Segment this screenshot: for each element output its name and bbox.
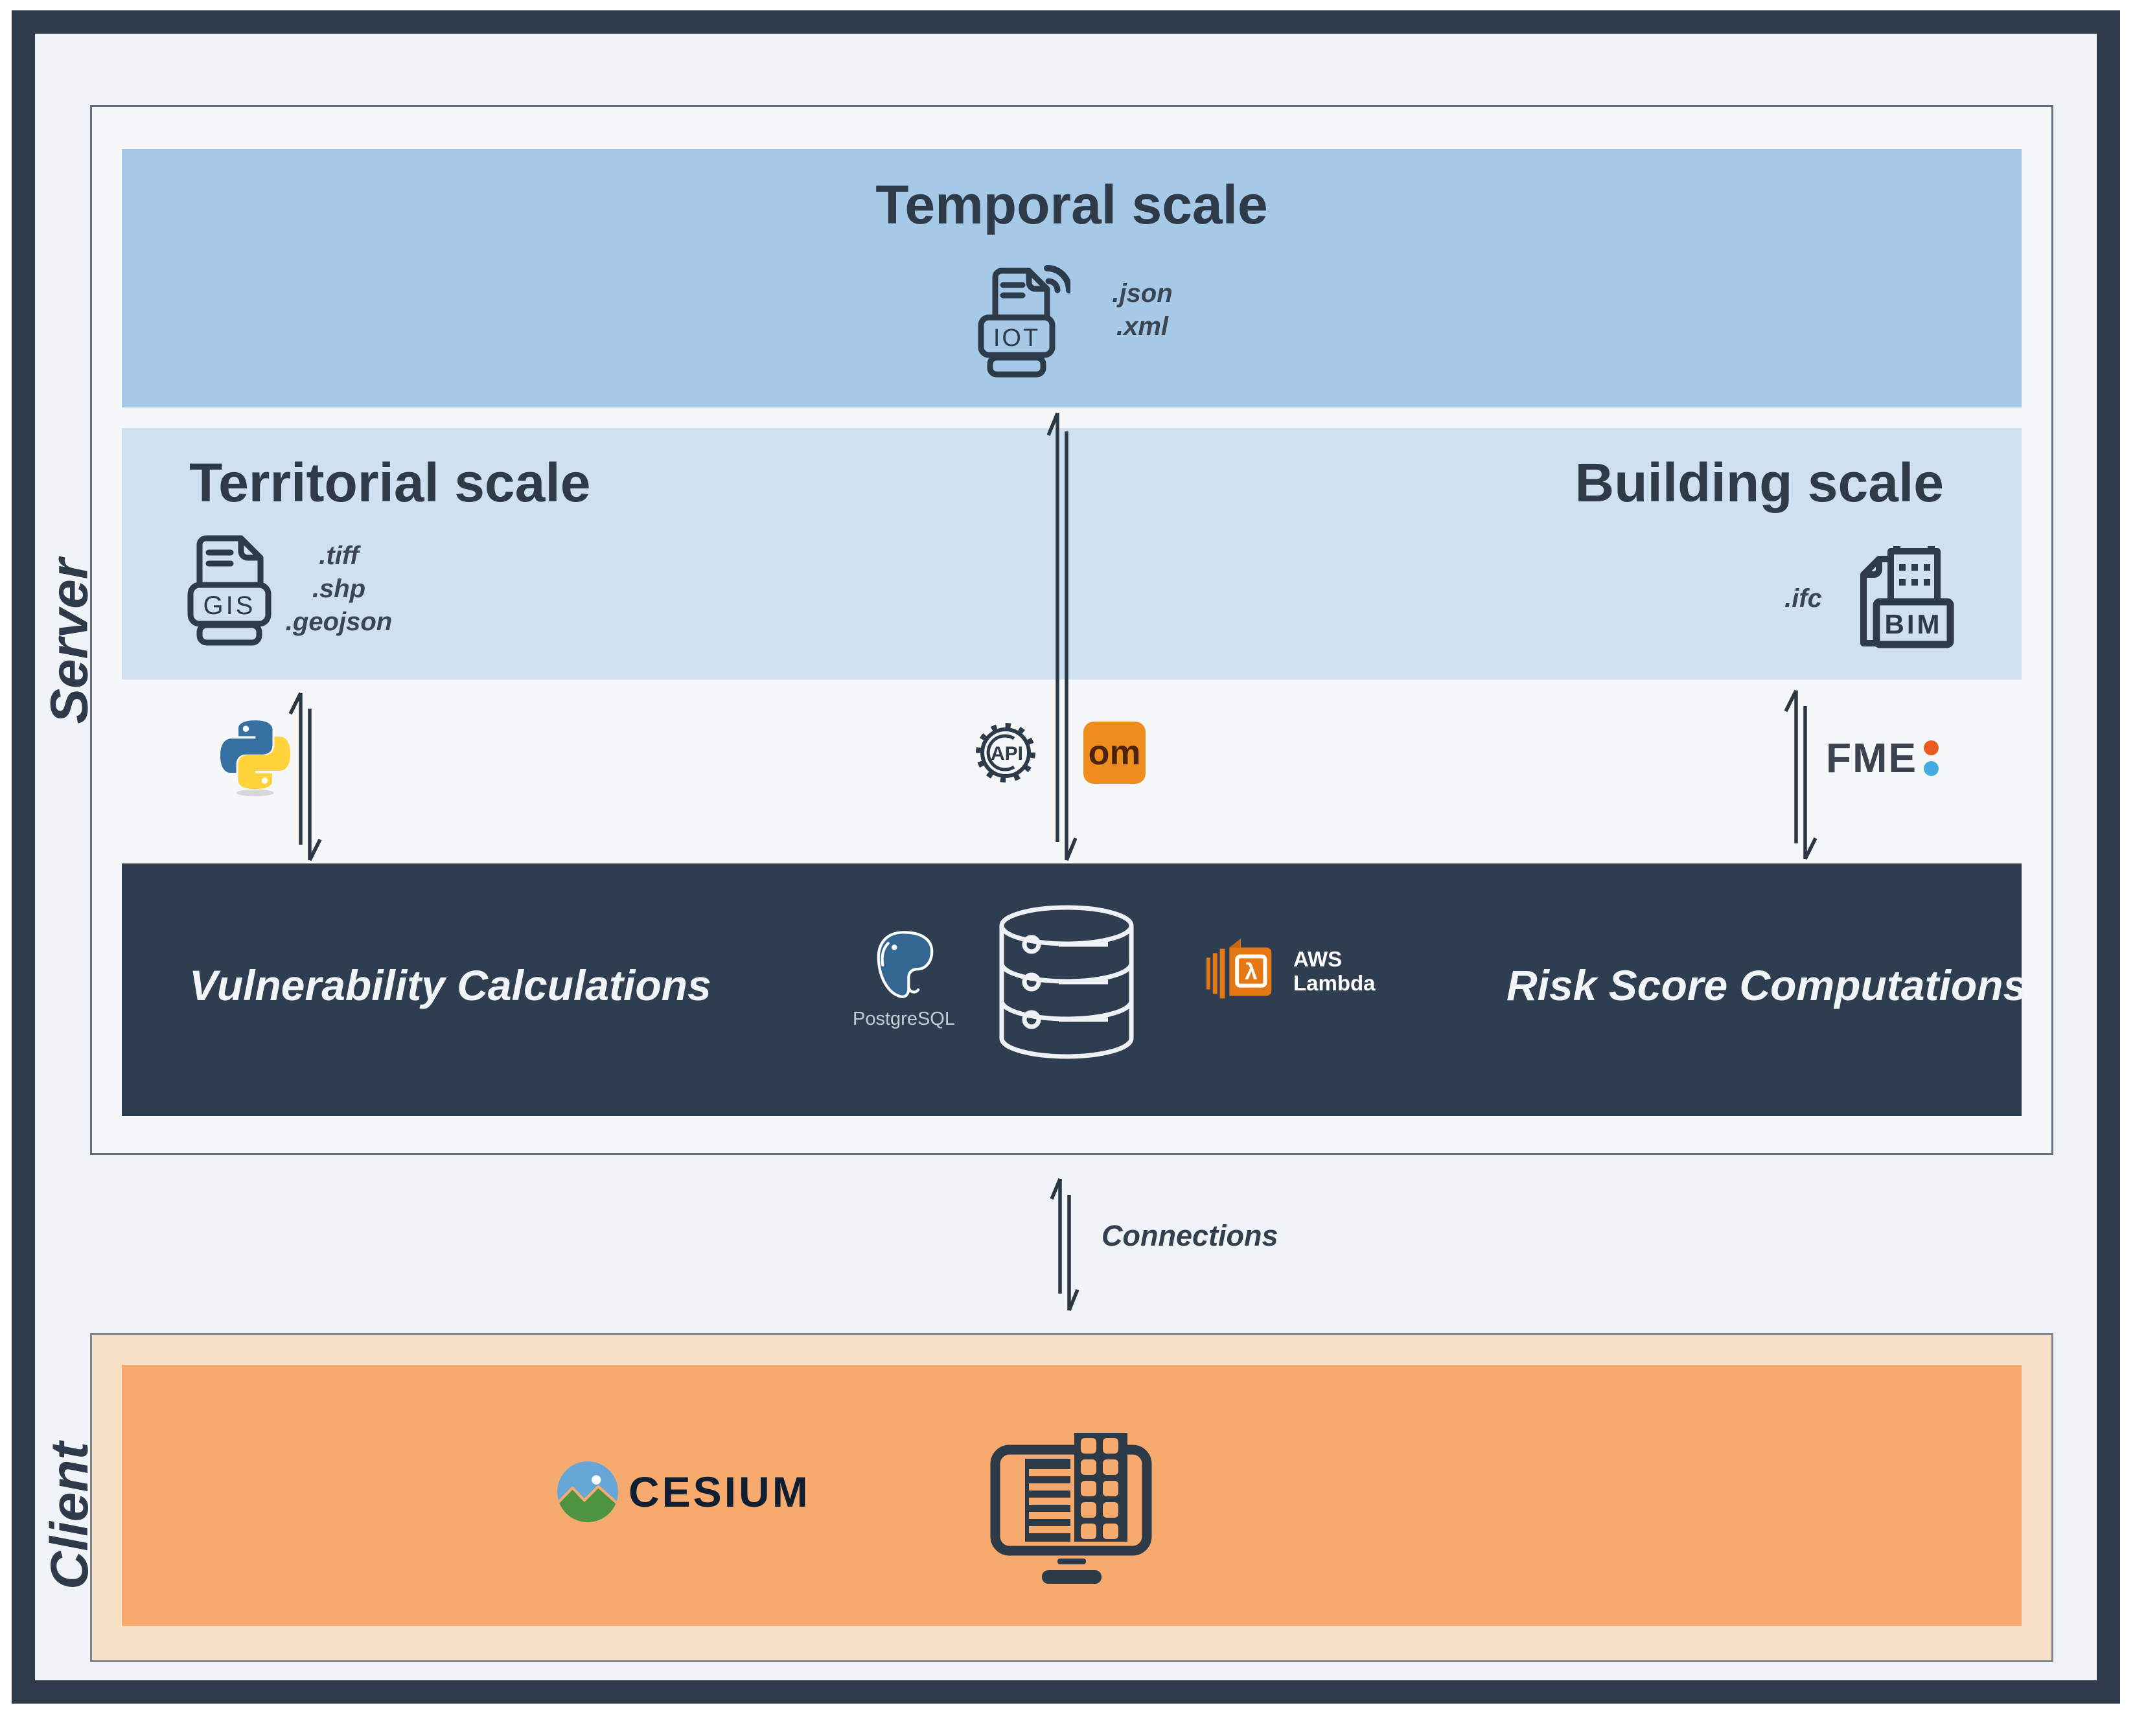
scale-band: Territorial scale GIS .tiff .shp .geojso… (122, 428, 2022, 680)
postgresql-elephant-icon (877, 931, 934, 998)
fme-dot-blue (1924, 760, 1939, 776)
aws-label-line1: AWS (1293, 947, 1343, 972)
temporal-formats: .json .xml (1094, 277, 1191, 343)
fme-logo-dots (1924, 740, 1939, 776)
iot-file-icon: IOT (978, 265, 1070, 378)
connections-label: Connections (1102, 1219, 1278, 1252)
gis-file-icon: GIS (187, 535, 271, 646)
vulnerability-calculations-label: Vulnerability Calculations (189, 961, 711, 1009)
cesium-logo-text: CESIUM (629, 1468, 811, 1516)
format-geojson: .geojson (285, 608, 393, 637)
connections-arrow (1050, 1178, 1079, 1312)
fme-dot-orange (1924, 740, 1939, 755)
python-logo-icon (220, 720, 290, 797)
building-scale-title: Building scale (1575, 452, 1944, 513)
database-cylinder-icon (999, 905, 1134, 1059)
format-ifc: .ifc (1784, 584, 1822, 613)
temporal-to-processing-arrow (1047, 412, 1077, 862)
lambda-glyph: λ (1245, 959, 1258, 985)
aws-lambda-logo: λ AWS Lambda (1205, 933, 1376, 1010)
postgresql-logo: PostgreSQL (853, 928, 955, 1030)
format-tiff: .tiff (319, 542, 359, 570)
processing-band: Vulnerability Calculations PostgreSQL (122, 863, 2027, 1116)
territorial-formats: .tiff .shp .geojson (277, 540, 400, 639)
aws-lambda-label: AWS Lambda (1293, 947, 1376, 996)
bim-icon-label: BIM (1885, 609, 1943, 639)
cesium-globe-icon (557, 1461, 618, 1522)
fme-logo-text: FME (1826, 735, 1918, 781)
python-updown-arrow (288, 692, 322, 862)
bim-file-icon: BIM (1860, 546, 1954, 648)
format-shp: .shp (312, 575, 366, 604)
fme-updown-arrow (1784, 689, 1817, 860)
aws-label-line2: Lambda (1293, 971, 1376, 995)
cesium-logo: CESIUM (556, 1460, 811, 1524)
building-formats: .ifc (1768, 582, 1839, 615)
api-icon-label: API (991, 743, 1023, 764)
risk-score-computations-label: Risk Score Computations (1506, 961, 2027, 1009)
client-monitor-icon (990, 1433, 1152, 1584)
aws-lambda-icon: λ (1206, 938, 1272, 999)
temporal-scale-band: Temporal scale IOT .json .xml (122, 149, 2022, 407)
territorial-scale-title: Territorial scale (189, 452, 591, 513)
om-icon-label: om (1088, 733, 1141, 772)
om-icon: om (1083, 722, 1146, 784)
api-gear-icon: API (976, 723, 1035, 782)
format-xml: .xml (1116, 312, 1169, 341)
fme-logo: FME (1826, 735, 1939, 781)
iot-icon-label: IOT (993, 325, 1040, 352)
format-json: .json (1112, 279, 1173, 308)
gis-icon-label: GIS (203, 591, 256, 620)
postgresql-label: PostgreSQL (853, 1009, 955, 1029)
temporal-scale-title: Temporal scale (875, 174, 1268, 235)
